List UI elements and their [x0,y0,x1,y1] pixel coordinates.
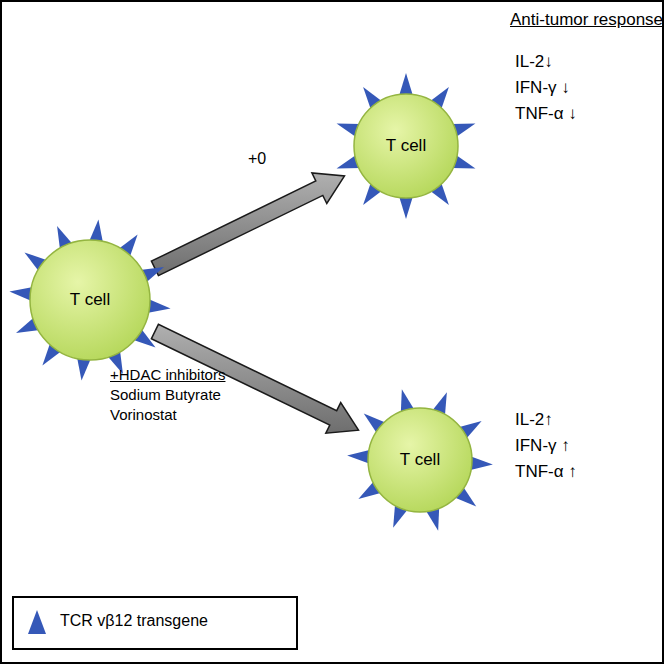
arrow-label: +0 [248,150,266,168]
section-heading: Anti-tumor response [510,10,663,30]
t-cell: T cell [330,70,482,222]
annotation-text: Sodium Butyrate [110,386,221,403]
cell-label: T cell [344,450,496,470]
tcr-spike [399,196,413,219]
t-cell: T cell [344,384,496,536]
cell-label: T cell [330,136,482,156]
annotation-text: Vorinostat [110,406,177,423]
tcr-spike [469,456,492,470]
legend-swatch [26,609,48,635]
cell-label: T cell [2,290,178,310]
tcr-spike [347,450,370,464]
block-arrow [151,173,344,276]
annotation-text: IL-2↑ [515,410,553,430]
annotation-text: IFN-γ ↓ [515,78,570,98]
annotation-text: IFN-γ ↑ [515,436,570,456]
annotation-text: IL-2↓ [515,52,553,72]
tcr-spike [399,73,413,96]
legend-text: TCR vβ12 transgene [60,612,208,630]
annotation-text: TNF-α ↓ [515,104,577,124]
t-cell: T cell [2,212,178,388]
annotation-text: TNF-α ↑ [515,462,577,482]
annotation-text: +HDAC inhibitors [110,366,225,383]
